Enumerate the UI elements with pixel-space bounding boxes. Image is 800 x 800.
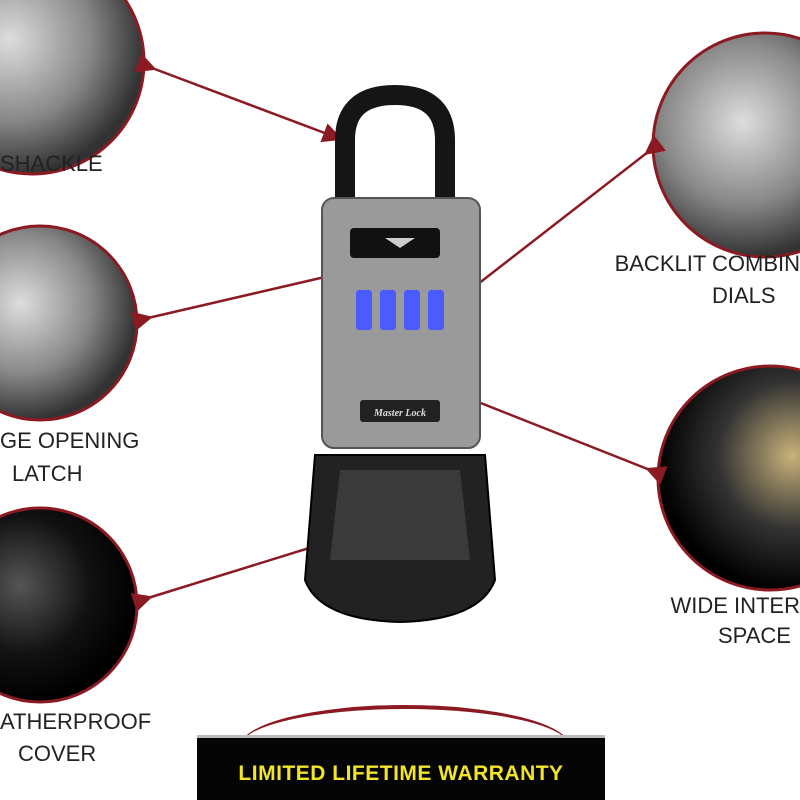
label-latch-2: LATCH bbox=[12, 461, 83, 486]
backlit-dials bbox=[356, 290, 444, 330]
dials-detail-circle bbox=[651, 31, 800, 259]
latch-arrow-icon bbox=[385, 238, 415, 248]
warranty-banner: LIMITED LIFETIME WARRANTY bbox=[197, 735, 605, 800]
lock-body bbox=[321, 197, 481, 449]
shackle bbox=[335, 84, 455, 200]
label-backlit-1: BACKLIT COMBIN bbox=[614, 251, 800, 276]
interior-detail-circle bbox=[656, 364, 800, 592]
label-interior-2: SPACE bbox=[718, 623, 791, 648]
banner-arc bbox=[240, 705, 570, 789]
label-cover-1: ATHERPROOF bbox=[0, 709, 152, 734]
brand-logo-plate bbox=[360, 400, 440, 422]
label-shackle: SHACKLE bbox=[0, 151, 103, 176]
cover-detail-circle bbox=[0, 506, 139, 704]
label-interior-1: WIDE INTER bbox=[670, 593, 800, 618]
label-backlit-2: DIALS bbox=[712, 283, 776, 308]
label-cover-2: COVER bbox=[18, 741, 97, 766]
latch-detail-circle bbox=[0, 224, 139, 422]
cover-interior bbox=[330, 470, 470, 560]
label-latch-1: GE OPENING bbox=[0, 428, 140, 453]
brand-logo: Master Lock bbox=[373, 408, 426, 419]
warranty-text: LIMITED LIFETIME WARRANTY bbox=[238, 762, 564, 785]
